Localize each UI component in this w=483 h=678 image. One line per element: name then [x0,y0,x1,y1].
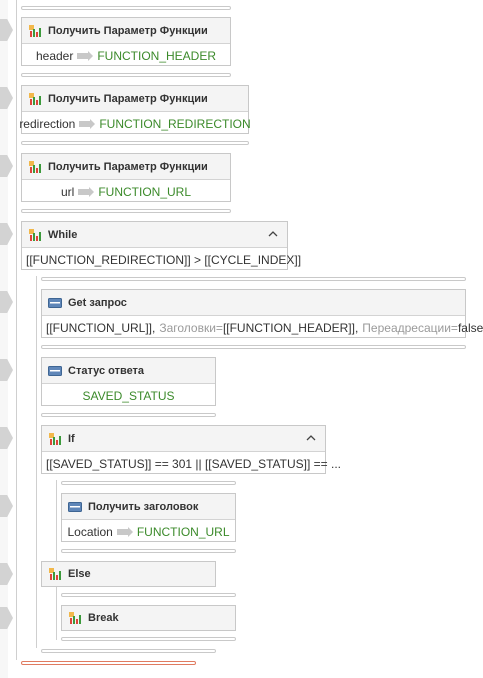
function-chart-icon [27,23,43,39]
drag-handle[interactable] [0,427,13,449]
drag-handle[interactable] [0,291,13,313]
block-title: Получить заголовок [88,500,199,513]
drag-handle[interactable] [0,359,13,381]
block-body[interactable]: [[SAVED_STATUS]] == 301 || [[SAVED_STATU… [42,452,341,475]
block-body[interactable]: redirection FUNCTION_REDIRECTION [19,112,251,135]
tree-line [56,480,57,640]
block-connector [41,345,466,349]
redirects-label: Переадресации= [362,320,458,335]
block-title: If [68,432,75,445]
block-header[interactable]: Else [42,562,215,586]
block-body[interactable]: Location FUNCTION_URL [62,520,235,543]
redirects-value: false [457,320,483,335]
block-connector [61,549,236,553]
tree-line [36,276,37,648]
drag-handle[interactable] [0,607,13,629]
drag-handle[interactable] [0,87,13,109]
function-chart-icon [47,431,63,447]
get-function-param-block[interactable]: Получить Параметр Функции header FUNCTIO… [21,17,231,66]
block-title: Break [88,612,119,624]
block-title: Статус ответа [68,364,145,377]
http-icon [47,295,63,311]
get-function-param-block[interactable]: Получить Параметр Функции redirection FU… [19,85,251,135]
block-body[interactable]: url FUNCTION_URL [22,180,230,203]
block-header[interactable]: Получить Параметр Функции [22,18,230,44]
if-block[interactable]: If [[SAVED_STATUS]] == 301 || [[SAVED_ST… [41,425,341,475]
block-title: Получить Параметр Функции [48,92,208,105]
block-title: Получить Параметр Функции [48,24,208,37]
block-header[interactable]: Получить заголовок [62,494,235,520]
block-connector [41,649,216,653]
tree-line [16,0,17,660]
function-chart-icon [47,566,63,582]
function-chart-icon [27,159,43,175]
block-title: Else [68,568,91,580]
get-header-block[interactable]: Получить заголовок Location FUNCTION_URL [61,493,236,542]
target-variable: SAVED_STATUS [82,388,175,403]
response-status-block[interactable]: Статус ответа SAVED_STATUS [41,357,216,406]
target-variable: FUNCTION_HEADER [97,48,217,63]
function-chart-icon [27,227,43,243]
block-title: While [48,228,78,241]
drag-handle[interactable] [0,155,13,177]
block-header[interactable]: Получить Параметр Функции [22,154,230,180]
block-body[interactable]: header FUNCTION_HEADER [22,44,230,67]
if-condition: [[SAVED_STATUS]] == 301 || [[SAVED_STATU… [46,456,342,471]
block-connector [61,593,236,597]
header-name: Location [67,524,113,539]
block-header[interactable]: Получить Параметр Функции [22,86,248,112]
headers-label: Заголовки= [159,320,223,335]
loop-condition: [[FUNCTION_REDIRECTION]] > [[CYCLE_INDEX… [26,252,302,267]
assign-arrow-icon [78,186,95,197]
http-icon [67,499,83,515]
block-header[interactable]: While [22,222,287,248]
target-variable: FUNCTION_REDIRECTION [99,116,251,131]
target-variable: FUNCTION_URL [98,184,191,199]
param-name: url [60,184,75,199]
end-marker [21,661,196,665]
target-variable: FUNCTION_URL [136,524,230,539]
break-block[interactable]: Break [61,605,236,631]
drag-handle[interactable] [0,19,13,41]
block-connector [21,209,231,213]
http-icon [47,363,63,379]
drag-handle[interactable] [0,223,13,245]
block-body[interactable]: SAVED_STATUS [42,384,215,407]
else-block[interactable]: Else [41,561,216,587]
left-gutter [0,0,8,678]
block-body[interactable]: [[FUNCTION_REDIRECTION]] > [[CYCLE_INDEX… [22,248,301,271]
block-connector [41,277,466,281]
get-function-param-block[interactable]: Получить Параметр Функции url FUNCTION_U… [21,153,231,202]
assign-arrow-icon [77,50,94,61]
block-connector [21,6,231,10]
assign-arrow-icon [116,526,133,537]
block-connector [21,73,231,77]
function-chart-icon [27,91,43,107]
block-connector [21,141,249,145]
block-connector [61,637,236,641]
param-name: redirection [19,116,76,131]
get-request-block[interactable]: Get запрос [[FUNCTION_URL]], Заголовки= … [41,289,483,339]
assign-arrow-icon [79,118,96,129]
chevron-up-icon[interactable] [303,430,319,446]
block-body[interactable]: [[FUNCTION_URL]], Заголовки= [[FUNCTION_… [42,316,483,339]
function-chart-icon [67,610,83,626]
drag-handle[interactable] [0,563,13,585]
block-header[interactable]: Break [62,606,235,630]
headers-value: [[FUNCTION_HEADER]], [222,320,359,335]
param-name: header [35,48,74,63]
block-header[interactable]: Get запрос [42,290,465,316]
block-connector [61,481,236,485]
drag-handle[interactable] [0,495,13,517]
block-title: Получить Параметр Функции [48,160,208,173]
request-url: [[FUNCTION_URL]], [46,320,156,335]
block-title: Get запрос [68,296,127,309]
while-block[interactable]: While [[FUNCTION_REDIRECTION]] > [[CYCLE… [21,221,301,271]
block-header[interactable]: If [42,426,325,452]
block-header[interactable]: Статус ответа [42,358,215,384]
chevron-up-icon[interactable] [265,226,281,242]
block-connector [41,413,216,417]
